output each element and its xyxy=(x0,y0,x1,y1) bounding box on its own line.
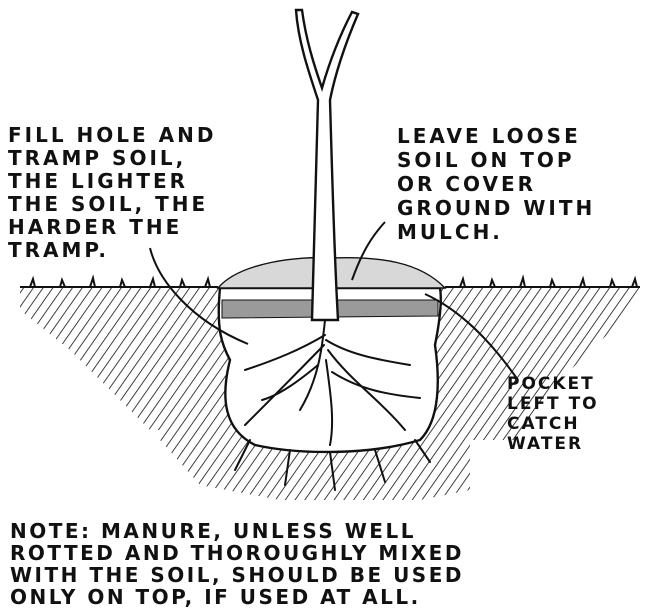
leave-loose-soil-label: LEAVE LOOSE SOIL ON TOP OR COVER GROUND … xyxy=(397,124,595,244)
manure-note: NOTE: MANURE, UNLESS WELL ROTTED AND THO… xyxy=(10,520,464,608)
pocket-label: POCKET LEFT TO CATCH WATER xyxy=(507,374,599,454)
fill-hole-label: FILL HOLE AND TRAMP SOIL, THE LIGHTER TH… xyxy=(8,124,216,262)
